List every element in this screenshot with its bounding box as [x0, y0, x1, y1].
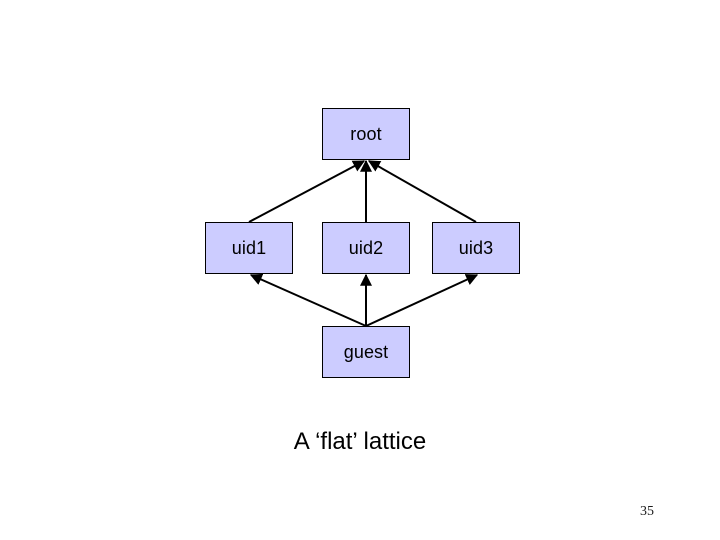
- edge-guest-uid1: [249, 273, 367, 327]
- slide-page-number: 35: [640, 504, 654, 519]
- lattice-node-uid3-label: uid3: [458, 238, 494, 258]
- lattice-node-uid1-label: uid1: [231, 238, 267, 258]
- lattice-node-uid1[interactable]: uid1: [205, 222, 293, 274]
- edge-uid1-root: [248, 160, 366, 223]
- lattice-node-root-label: root: [350, 124, 382, 144]
- lattice-node-guest[interactable]: guest: [322, 326, 410, 378]
- lattice-node-root[interactable]: root: [322, 108, 410, 160]
- lattice-node-uid3[interactable]: uid3: [432, 222, 520, 274]
- lattice-node-uid2[interactable]: uid2: [322, 222, 410, 274]
- edge-guest-uid3: [365, 274, 479, 327]
- lattice-node-uid2-label: uid2: [348, 238, 384, 258]
- diagram-caption: A ‘flat’ lattice: [293, 428, 427, 455]
- edge-uid3-root: [367, 160, 477, 223]
- lattice-node-guest-label: guest: [343, 342, 389, 362]
